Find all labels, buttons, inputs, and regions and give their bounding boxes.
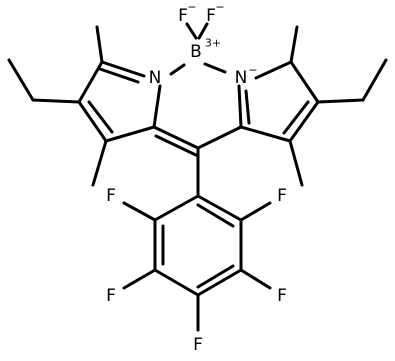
bond	[77, 60, 104, 104]
bond	[244, 89, 251, 125]
atom-f6-symbol: F	[277, 286, 287, 306]
bond	[95, 25, 104, 64]
bond	[152, 125, 200, 150]
atom-f1-charge: −	[187, 1, 196, 14]
bond	[196, 194, 243, 222]
bond	[196, 268, 243, 297]
bond	[197, 22, 209, 40]
bond	[316, 98, 365, 104]
bonds	[7, 22, 388, 332]
bond	[239, 125, 292, 143]
atom-f2-symbol: F	[206, 6, 216, 26]
bond	[254, 60, 293, 80]
bond	[289, 60, 320, 104]
bond	[288, 100, 320, 143]
bond	[31, 98, 81, 104]
bond	[282, 100, 310, 135]
bond	[185, 22, 198, 40]
bond	[289, 25, 299, 64]
atom-n1-symbol: N	[149, 68, 162, 88]
bond	[100, 60, 146, 78]
atom-n2-charge: −	[248, 64, 257, 77]
atom-b-symbol: B	[190, 42, 202, 62]
bond	[203, 62, 227, 74]
bond	[152, 84, 162, 129]
bond	[196, 264, 235, 289]
bond	[87, 100, 114, 134]
bond	[91, 139, 108, 187]
bond	[196, 125, 243, 150]
bond	[239, 268, 272, 290]
bond	[169, 63, 186, 76]
atom-f2-charge: −	[215, 1, 224, 14]
bond	[77, 100, 108, 143]
bond	[239, 201, 272, 222]
bond	[153, 268, 200, 297]
bond	[7, 58, 35, 102]
bond	[196, 203, 235, 228]
bond	[154, 134, 200, 158]
bond	[122, 268, 157, 290]
bond	[104, 125, 156, 143]
atom-b-charge: 3+	[205, 37, 221, 50]
atom-f5-symbol: F	[106, 286, 116, 306]
atom-f3-symbol: F	[106, 186, 116, 206]
bond	[153, 194, 200, 222]
atom-labels: F − F − B 3+ N N − F F F F F	[106, 1, 287, 356]
atom-n2-symbol: N	[235, 68, 248, 88]
bond	[361, 58, 388, 102]
atom-f1-symbol: F	[178, 6, 188, 26]
atom-f4-symbol: F	[277, 186, 287, 206]
bond	[288, 139, 304, 187]
bond	[98, 67, 140, 84]
bond	[122, 201, 157, 222]
atom-f7-symbol: F	[193, 335, 203, 355]
bond	[237, 84, 243, 129]
